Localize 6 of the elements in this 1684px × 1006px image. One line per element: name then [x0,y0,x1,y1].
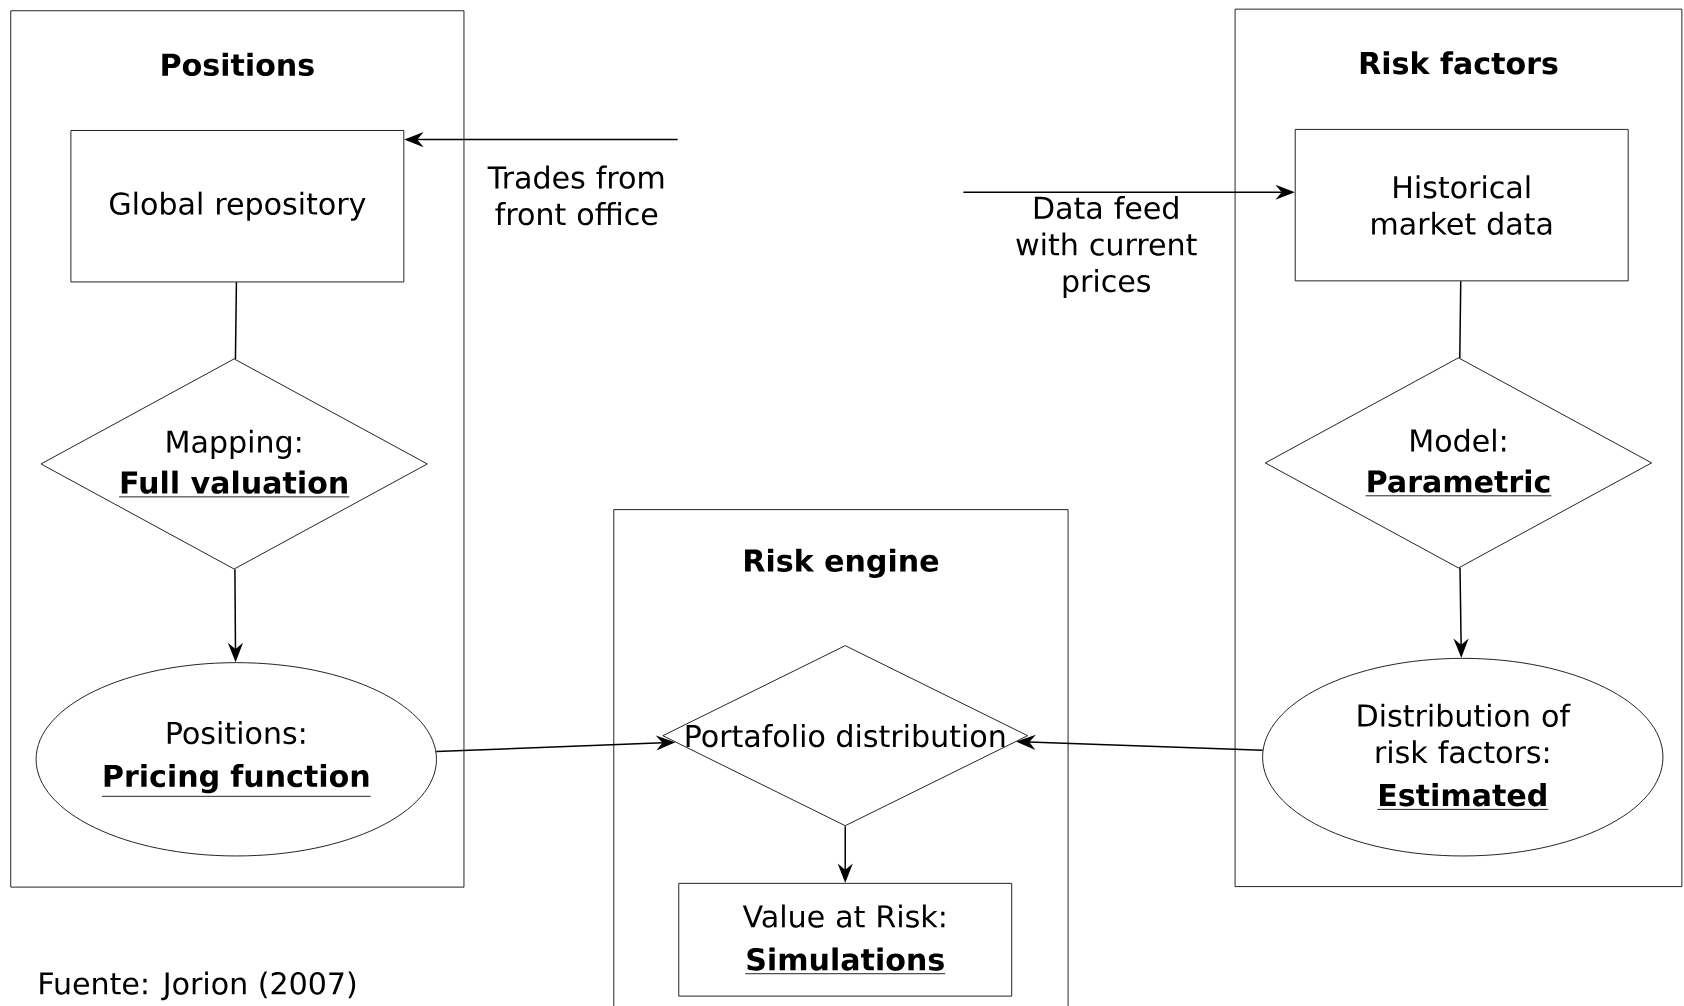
process-box: Historical market data [1294,128,1629,282]
edge-label: Trades from front office [472,163,681,228]
process-box: Value at Risk: Simulations [678,882,1013,997]
edge-label: Data feed with current prices [1002,193,1211,301]
source-note: Fuente: Jorion (2007) [40,971,356,1001]
process-box: Global repository [70,129,405,283]
